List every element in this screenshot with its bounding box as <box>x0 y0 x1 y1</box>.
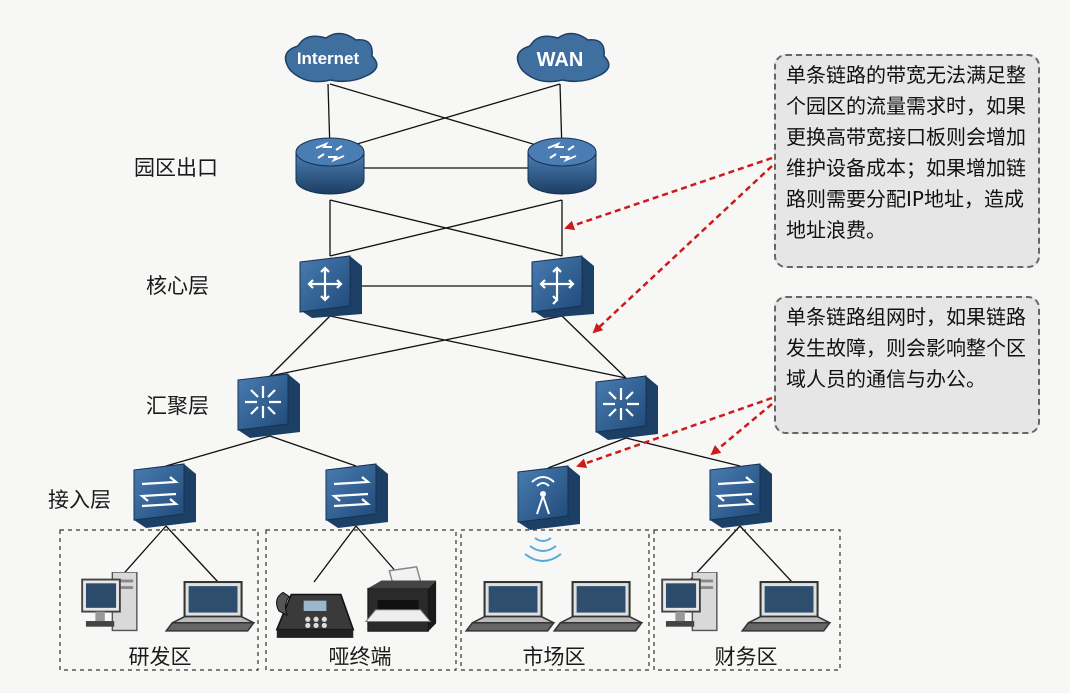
rd-desktop-pc-icon <box>81 572 138 632</box>
access-switch-1-icon <box>133 463 196 528</box>
printer-icon <box>365 566 437 632</box>
link-agg-right-access-4 <box>625 437 741 467</box>
wan-cloud: WAN <box>516 32 610 83</box>
zone-label-rd: 研发区 <box>128 645 192 669</box>
access-switch-2-icon <box>325 463 388 528</box>
wireless-ap-icon <box>517 465 580 530</box>
callout-arrow-egress <box>564 156 773 231</box>
link-access-1-desktop <box>117 525 167 581</box>
zone-label-finance: 财务区 <box>714 645 778 669</box>
link-router-right-core-left <box>329 199 563 257</box>
market-laptop-1-icon <box>465 581 555 632</box>
link-core-left-agg-left <box>269 315 331 377</box>
link-core-right-agg-right <box>561 315 627 379</box>
market-laptop-2-icon <box>553 581 643 632</box>
link-access-4-laptop <box>739 525 793 583</box>
callout-arrow-ap <box>576 396 773 469</box>
egress-router-left-icon <box>295 137 365 195</box>
zone-label-dumb-terminal: 哑终端 <box>328 645 392 669</box>
link-access-1-laptop <box>165 525 219 583</box>
link-access-2-phone <box>313 525 357 583</box>
link-core-right-agg-left <box>269 315 563 377</box>
layer-label-core: 核心层 <box>146 274 209 298</box>
finance-desktop-pc-icon <box>661 572 718 632</box>
callout-single-link: 单条链路组网时，如果链路发生故障，则会影响整个区域人员的通信与办公。 <box>774 296 1040 434</box>
zone-label-market: 市场区 <box>522 645 586 669</box>
link-access-2-printer <box>355 525 399 575</box>
network-links <box>117 83 793 583</box>
aggregation-switch-right-icon <box>595 375 658 440</box>
callout-arrow-access-4 <box>710 403 773 456</box>
core-switch-right-icon <box>531 255 594 318</box>
link-access-4-desktop <box>689 525 741 581</box>
internet-cloud: Internet <box>284 32 378 83</box>
layer-label-egress: 园区出口 <box>134 156 218 180</box>
layer-label-aggregation: 汇聚层 <box>146 394 209 418</box>
zone-dumb-terminal-box <box>265 529 457 671</box>
core-switch-left-icon <box>299 255 362 318</box>
access-switch-4-icon <box>709 463 772 528</box>
ip-phone-icon <box>275 591 355 639</box>
link-agg-right-ap <box>547 437 627 469</box>
link-agg-left-access-2 <box>269 435 357 467</box>
egress-router-right-icon <box>527 137 597 195</box>
link-wan-router-left <box>329 83 561 153</box>
finance-laptop-icon <box>741 581 831 632</box>
callout-arrow-core <box>592 165 773 334</box>
zone-finance-box <box>653 529 841 671</box>
wireless-signal-icon <box>524 537 562 562</box>
internet-cloud-label: Internet <box>297 49 360 68</box>
aggregation-switch-left-icon <box>237 373 300 438</box>
wan-cloud-label: WAN <box>537 49 584 71</box>
zone-rd-box <box>59 529 259 671</box>
layer-label-access: 接入层 <box>48 488 111 512</box>
callout-bandwidth: 单条链路的带宽无法满足整个园区的流量需求时，如果更换高带宽接口板则会增加维护设备… <box>774 54 1040 268</box>
link-core-left-agg-right <box>329 315 627 379</box>
link-agg-left-access-1 <box>165 435 271 467</box>
zone-market-box <box>460 529 650 671</box>
rd-laptop-icon <box>165 581 255 632</box>
